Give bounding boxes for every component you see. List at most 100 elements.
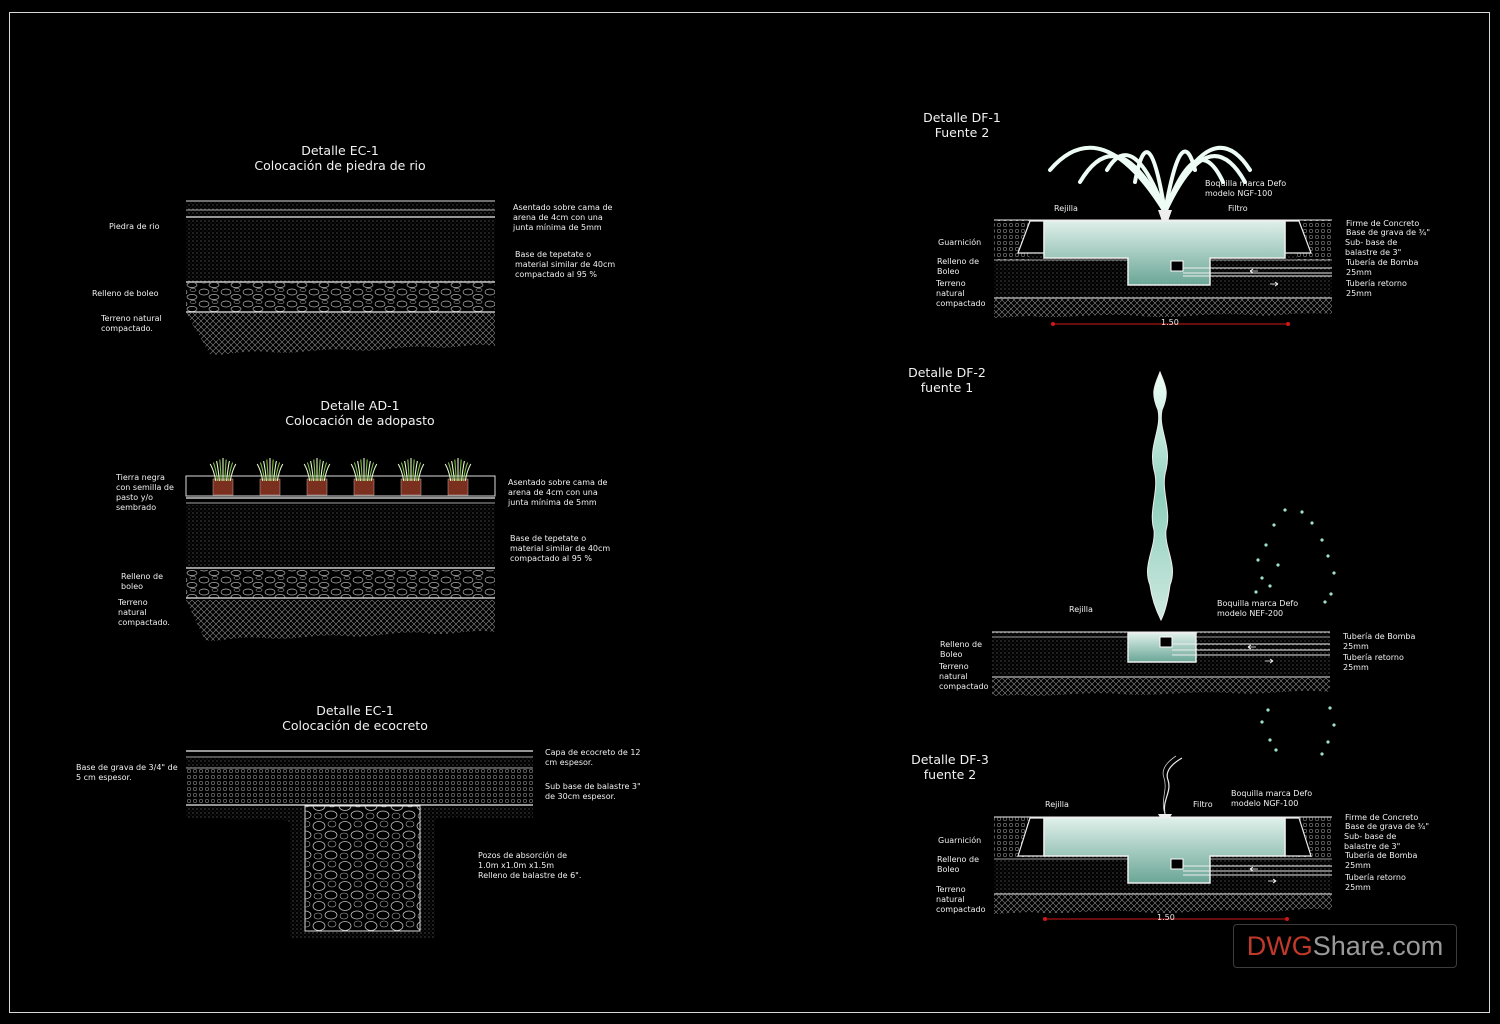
spray-drop (1260, 720, 1264, 724)
df1-subtitle-text: Fuente 2 (934, 125, 990, 140)
df2-label-rejilla: Rejilla (1069, 605, 1093, 614)
ec1-terrain (186, 313, 495, 355)
ad1-label-asentado: Asentado sobre cama de arena de 4cm con … (508, 478, 608, 507)
ec1-label-base: Base de tepetate o material similar de 4… (515, 250, 616, 279)
jet-arc (1048, 145, 1167, 214)
spray-drop (1320, 538, 1324, 542)
df1-label-subbase: Sub- base de balastre de 3" (1345, 238, 1402, 257)
ad1-title: Detalle AD-1 Colocación de adopasto (260, 398, 460, 428)
df2-label-bomba: Tubería de Bomba 25mm (1343, 632, 1416, 651)
df1-label-retorno: Tubería retorno 25mm (1346, 279, 1407, 298)
ad1-label-relleno: Relleno de boleo (121, 572, 163, 591)
ec1-subtitle-text: Colocación de piedra de rio (254, 158, 426, 173)
ad1-label-tierra: Tierra negra con semilla de pasto y/o se… (116, 473, 174, 512)
df3-label-rejilla: Rejilla (1045, 800, 1069, 809)
ad1-section (185, 457, 496, 641)
spray-drop (1300, 510, 1304, 514)
ec1-section (186, 200, 495, 355)
df1-label-rejilla: Rejilla (1054, 204, 1078, 213)
df2-title-text: Detalle DF-2 (908, 365, 986, 380)
df3-title: Detalle DF-3 fuente 2 (890, 752, 1010, 782)
ad1-title-text: Detalle AD-1 (320, 398, 400, 413)
spray-drop (1254, 590, 1258, 594)
ec1-title-text: Detalle EC-1 (301, 143, 379, 158)
spray-drop (1256, 558, 1260, 562)
df1-label-boquilla: Boquilla marca Defo modelo NGF-100 (1205, 179, 1287, 198)
spray-drop (1264, 543, 1268, 547)
ec2-label-grava: Base de grava de 3/4" de 5 cm espesor. (76, 763, 178, 782)
brand-part1: DWG (1246, 931, 1313, 961)
df1-label-terreno: Terreno natural compactado (936, 279, 986, 308)
ec1-label-asentado: Asentado sobre cama de arena de 4cm con … (513, 203, 613, 232)
df3-water-basin (1043, 817, 1286, 884)
df3-label-guarnicion: Guarnición (938, 836, 982, 845)
grass-block (447, 478, 469, 496)
df3-label-retorno: Tubería retorno 25mm (1345, 873, 1406, 892)
spray-drop (1328, 706, 1332, 710)
df1-dimension-label: 1.50 (1161, 318, 1179, 327)
spray-drop (1326, 554, 1330, 558)
spray-drop (1332, 723, 1336, 727)
df1-section (994, 145, 1332, 326)
spray-drop (1323, 600, 1327, 604)
spray-drop (1283, 508, 1287, 512)
ad1-subtitle-text: Colocación de adopasto (285, 413, 435, 428)
df3-label-grava: Base de grava de ¾" (1345, 822, 1429, 831)
ec1-stone-layer (186, 201, 495, 217)
grass-block (212, 478, 234, 496)
jet-arc (1105, 153, 1167, 214)
ec1-boleo-layer (186, 283, 495, 312)
spray-drop (1332, 571, 1336, 575)
df3-label-subbase: Sub- base de balastre de 3" (1344, 832, 1401, 851)
df1-title-text: Detalle DF-1 (923, 110, 1001, 125)
ec2-subtitle-text: Colocación de ecocreto (282, 718, 428, 733)
df2-label-relleno: Relleno de Boleo (940, 640, 982, 659)
ad1-label-terreno: Terreno natural compactado. (118, 598, 170, 627)
df1-label-guarnicion: Guarnición (938, 238, 982, 247)
ec1-label-piedra: Piedra de rio (109, 222, 160, 231)
drawing-frame (9, 12, 1490, 1013)
df2-section (992, 370, 1336, 756)
df1-label-firme: Firme de Concreto (1346, 219, 1420, 228)
df3-label-terreno: Terreno natural compactado (936, 885, 986, 914)
df1-title: Detalle DF-1 Fuente 2 (902, 110, 1022, 140)
df3-water-jet (1163, 757, 1183, 815)
ec1-label-relleno: Relleno de boleo (92, 289, 159, 298)
ec2-label-capa: Capa de ecocreto de 12 cm espesor. (545, 748, 641, 767)
df3-label-filtro: Filtro (1193, 800, 1213, 809)
df1-label-relleno: Relleno de Boleo (937, 257, 979, 276)
ad1-label-base: Base de tepetate o material similar de 4… (510, 534, 611, 563)
df3-label-firme: Firme de Concreto (1345, 813, 1419, 822)
spray-drop (1274, 748, 1278, 752)
df3-label-boquilla: Boquilla marca Defo modelo NGF-100 (1231, 789, 1313, 808)
spray-drop (1276, 563, 1280, 567)
df3-dimension-label: 1.50 (1157, 913, 1175, 922)
jet-arc (1163, 149, 1197, 214)
df3-label-bomba: Tubería de Bomba 25mm (1345, 851, 1418, 870)
df2-label-terreno: Terreno natural compactado (939, 662, 989, 691)
spray-drop (1329, 592, 1333, 596)
grass-block (259, 478, 281, 496)
df3-label-relleno: Relleno de Boleo (937, 855, 979, 874)
df2-title: Detalle DF-2 fuente 1 (887, 365, 1007, 395)
df2-label-boquilla: Boquilla marca Defo modelo NEF-200 (1217, 599, 1299, 618)
ec2-label-subbase: Sub base de balastre 3" de 30cm espesor. (545, 782, 641, 801)
grass-block (353, 478, 375, 496)
df2-vertical-jet (1147, 370, 1173, 622)
df1-label-grava: Base de grava de ¾" (1346, 228, 1430, 237)
spray-drop (1310, 521, 1314, 525)
df3-section (994, 755, 1332, 921)
df2-subtitle-text: fuente 1 (920, 380, 974, 395)
df3-title-text: Detalle DF-3 (911, 752, 989, 767)
spray-drop (1272, 523, 1276, 527)
df1-label-bomba: Tubería de Bomba 25mm (1346, 258, 1419, 277)
ec2-section (186, 750, 533, 938)
df2-label-retorno: Tubería retorno 25mm (1343, 653, 1404, 672)
brand-part2: Share.com (1312, 931, 1444, 961)
ec2-label-pozos: Pozos de absorción de 1.0m x1.0m x1.5m R… (478, 851, 582, 880)
ec1-title: Detalle EC-1 Colocación de piedra de rio (240, 143, 440, 173)
spray-drop (1320, 752, 1324, 756)
jet-arc (1133, 150, 1167, 214)
df3-subtitle-text: fuente 2 (923, 767, 977, 782)
